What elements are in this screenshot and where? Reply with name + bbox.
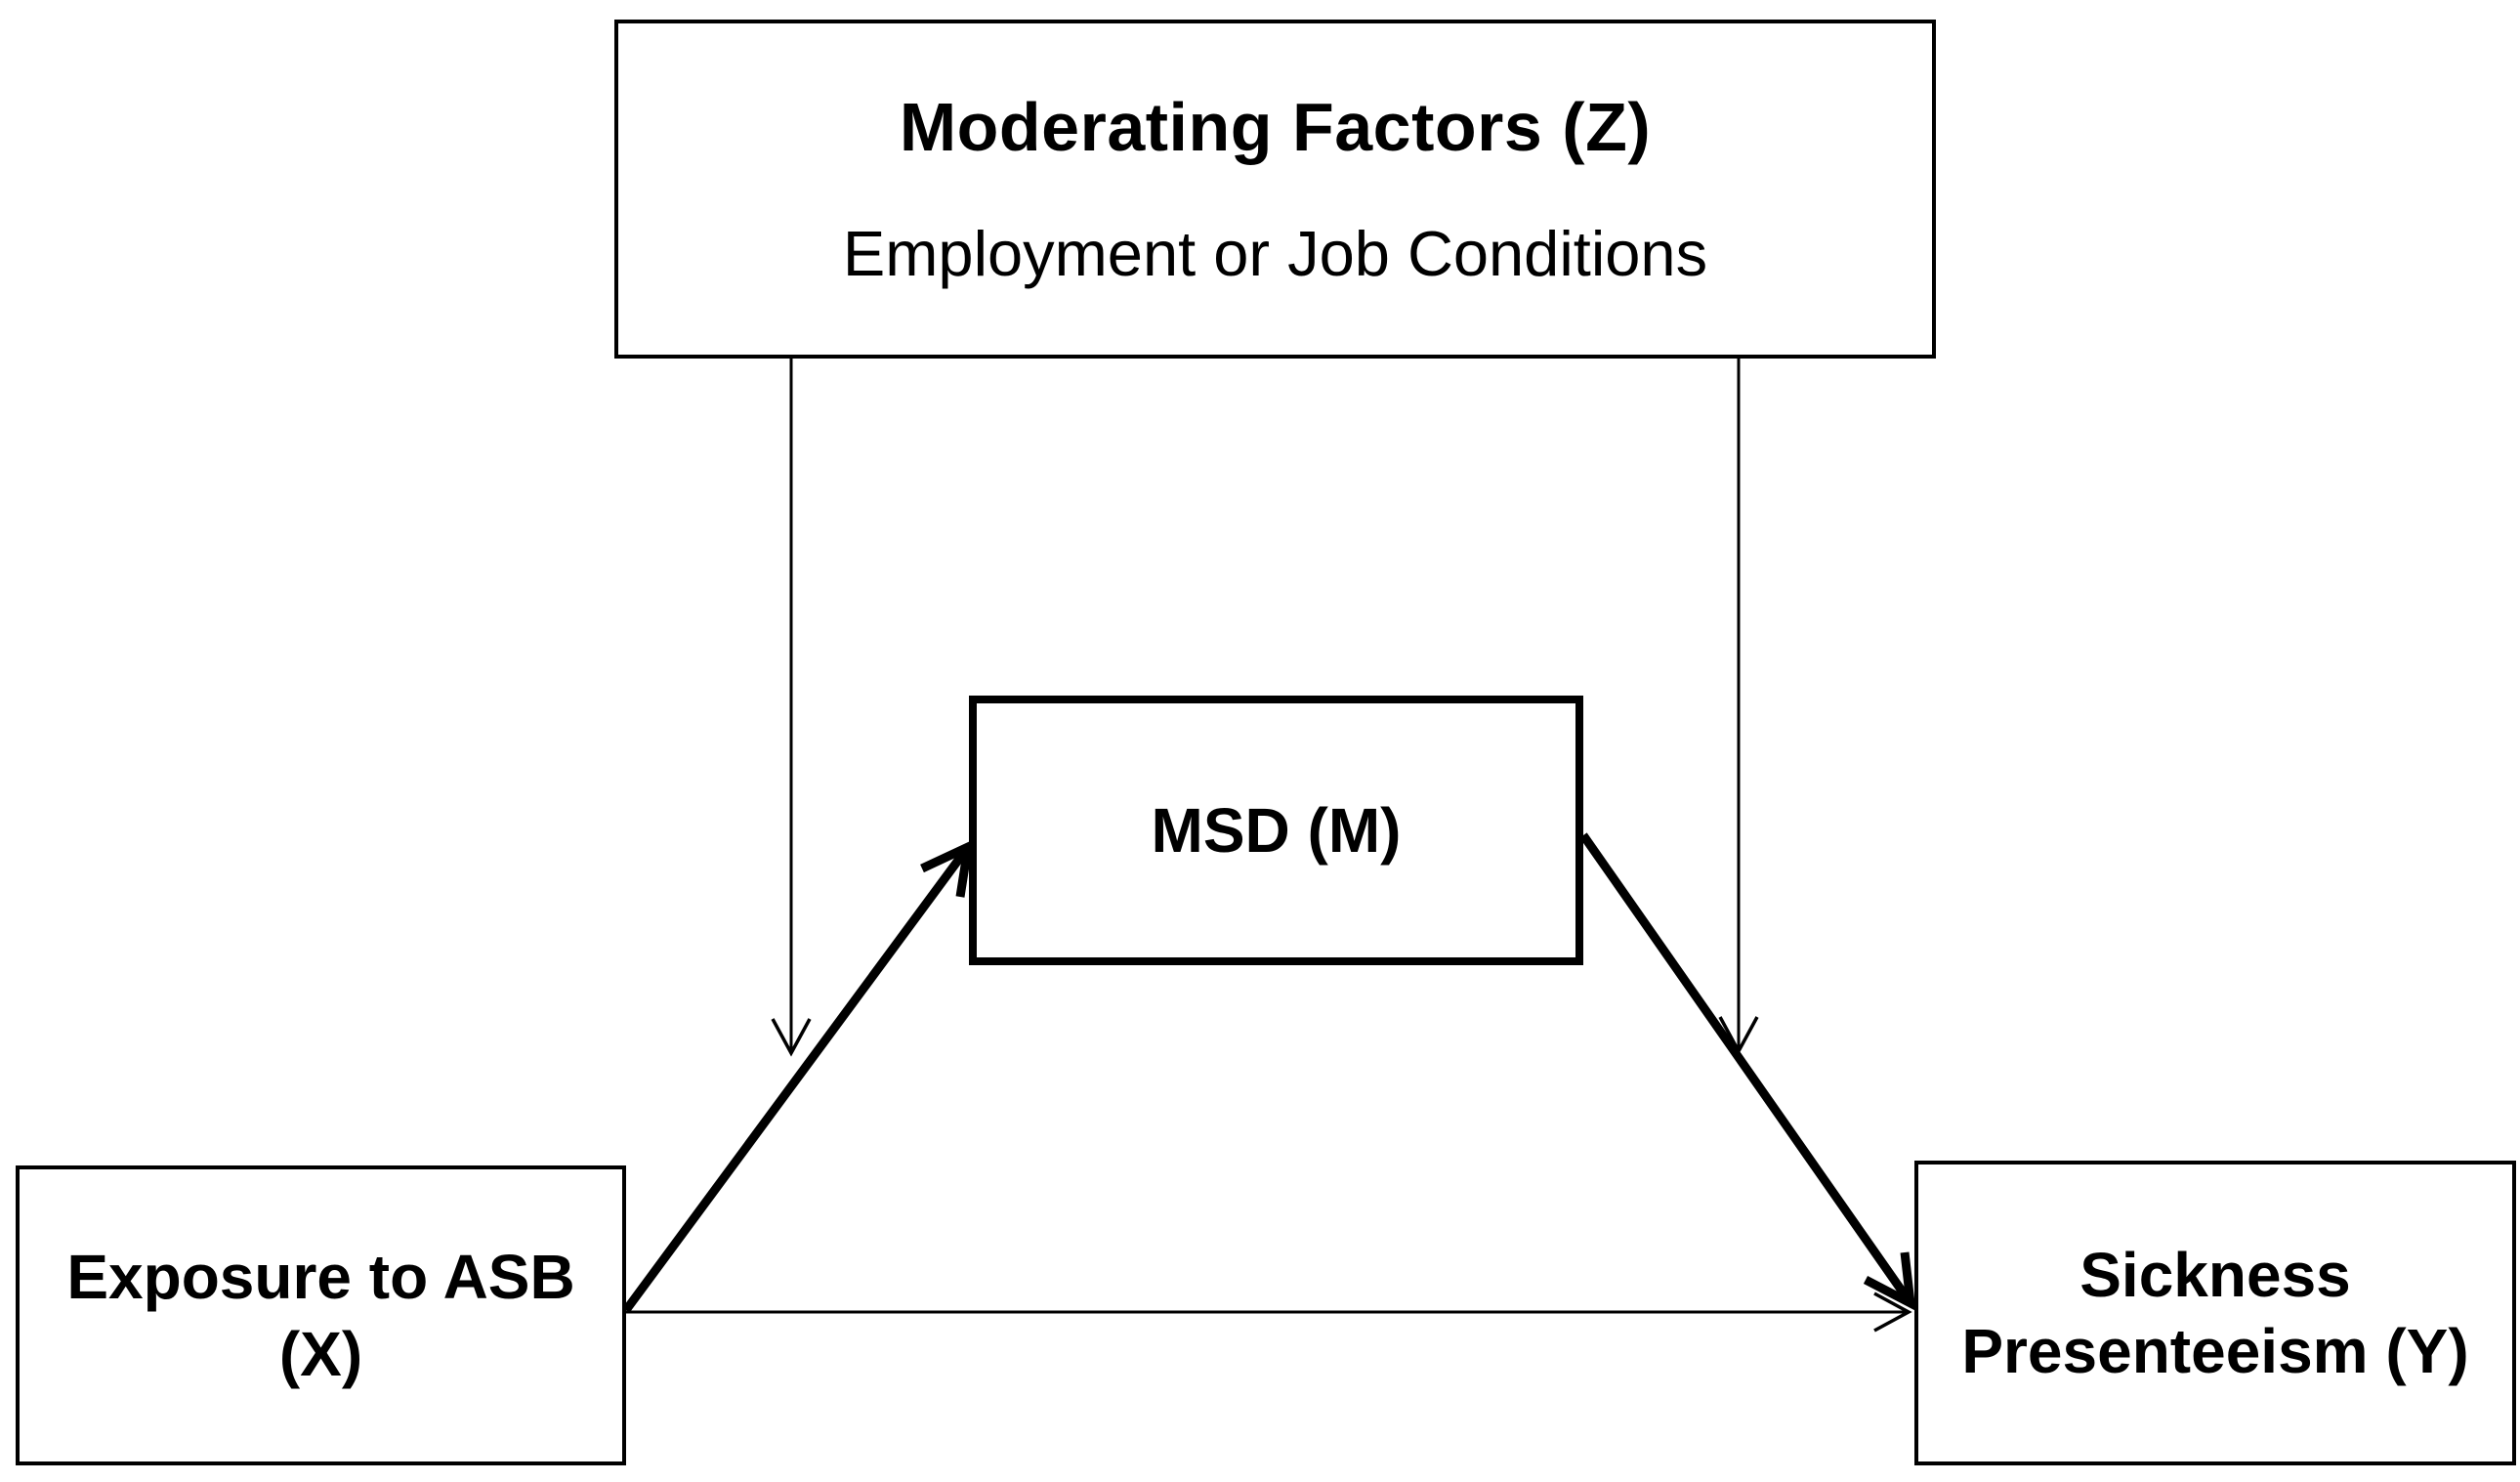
arrowhead-exposure-to-mediator	[920, 839, 974, 898]
node-msd: MSD (M)	[969, 696, 1583, 965]
outcome-label-line1: Sickness	[2079, 1239, 2351, 1310]
arrowhead-moderator-to-xm-path	[771, 1018, 812, 1057]
node-moderating-factors: Moderating Factors (Z) Employment or Job…	[614, 20, 1936, 359]
edge-exposure-to-mediator	[622, 839, 974, 1313]
exposure-label-line2: (X)	[278, 1318, 363, 1389]
arrowhead-exposure-to-outcome	[1873, 1291, 1912, 1333]
moderator-title: Moderating Factors (Z)	[899, 89, 1652, 165]
moderator-subtitle: Employment or Job Conditions	[842, 218, 1708, 289]
exposure-label-line1: Exposure to ASB	[66, 1242, 575, 1313]
edge-mediator-to-outcome	[1579, 832, 1916, 1311]
mediator-label: MSD (M)	[1151, 795, 1402, 866]
node-exposure-to-asb: Exposure to ASB (X)	[16, 1165, 626, 1465]
edge-moderator-to-my-path	[1718, 359, 1759, 1055]
arrowhead-mediator-to-outcome	[1863, 1251, 1916, 1311]
node-sickness-presenteeism: Sickness Presenteeism (Y)	[1914, 1161, 2516, 1465]
edge-exposure-to-outcome	[626, 1291, 1912, 1333]
edge-moderator-to-xm-path	[771, 359, 812, 1057]
outcome-label-line2: Presenteeism (Y)	[1961, 1316, 2469, 1386]
